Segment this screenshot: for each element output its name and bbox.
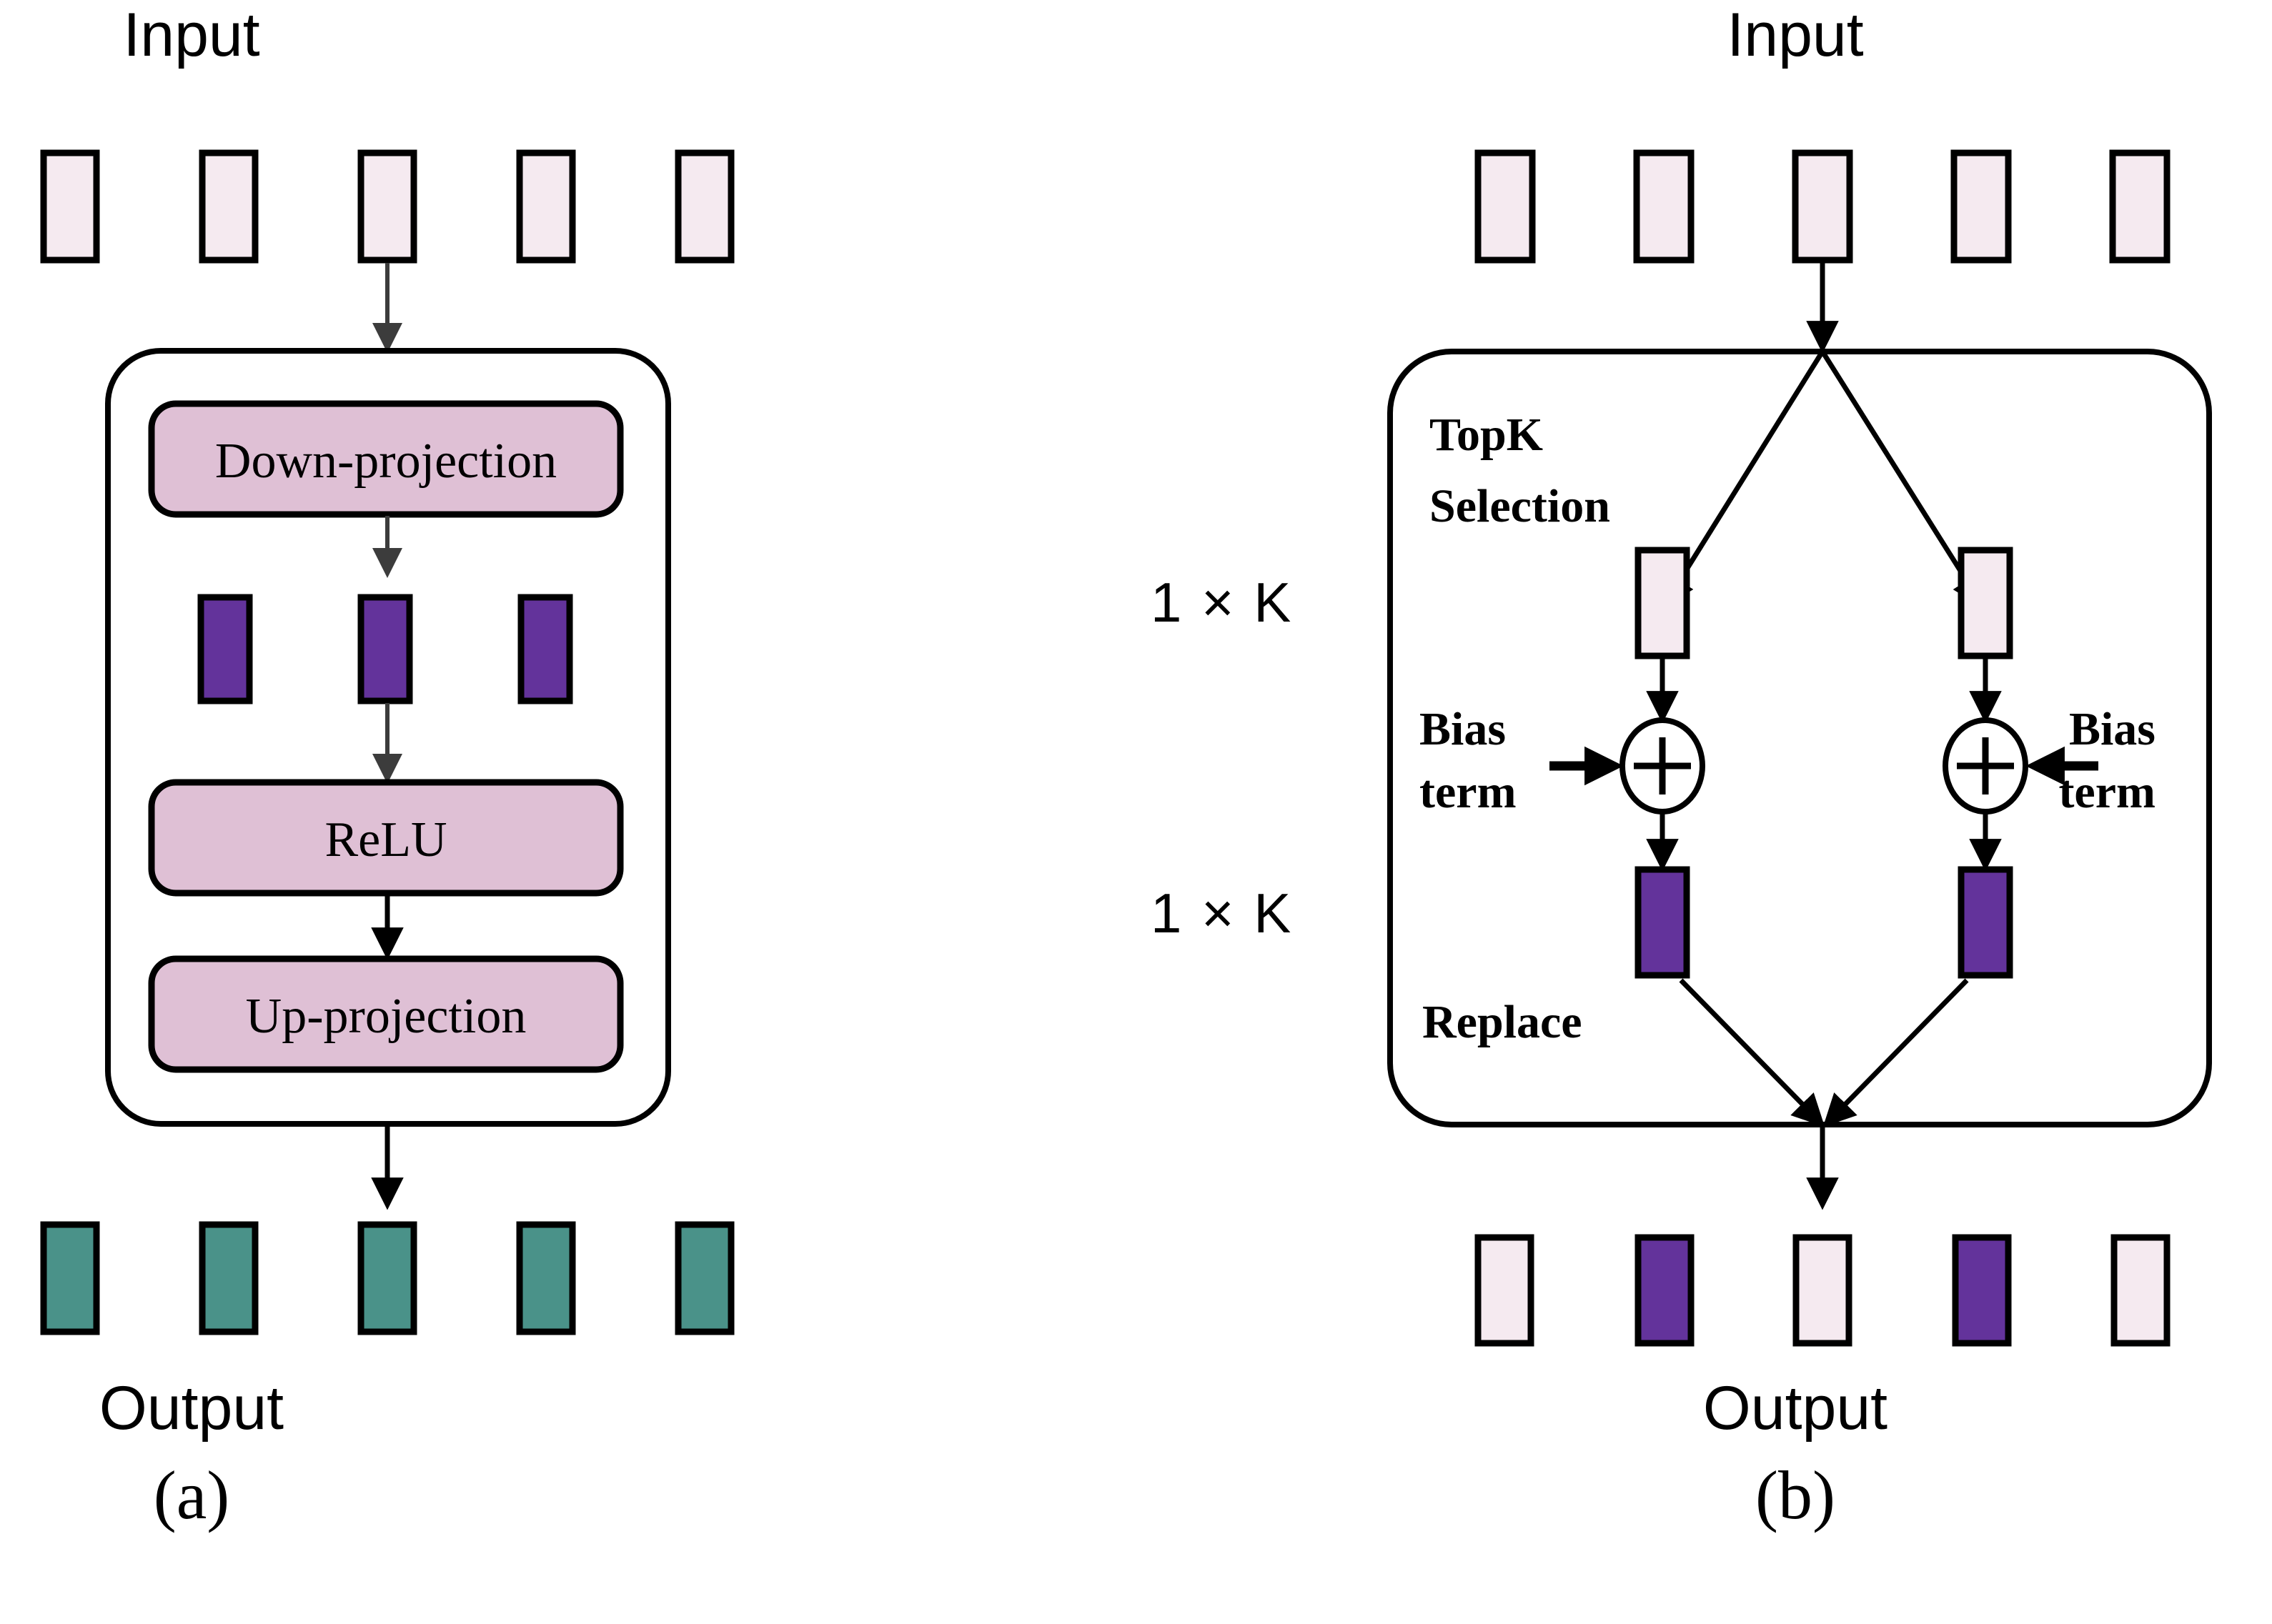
panel-a-output-token-row xyxy=(40,1221,735,1335)
panel-a-bottleneck-token xyxy=(197,594,253,704)
panel-b-input-token xyxy=(1474,149,1536,264)
panel-b-selected-token xyxy=(1634,547,1690,659)
panel-b-replace-label: Replace xyxy=(1422,996,1582,1048)
panel-a: Input Down-projection ReLU xyxy=(40,1,735,1533)
panel-a-relu-label: ReLU xyxy=(324,812,447,867)
panel-a-input-token xyxy=(675,149,735,264)
panel-b-bias-right-line1: Bias xyxy=(2069,703,2156,755)
panel-b-topk-label-line1: TopK xyxy=(1429,409,1543,461)
panel-a-input-token xyxy=(199,149,259,264)
panel-a-up-projection-box xyxy=(148,955,624,1073)
panel-b-output-token xyxy=(1634,1234,1695,1347)
panel-a-input-title: Input xyxy=(123,1,259,69)
panel-b: Input TopK Selection 1 × K xyxy=(1151,1,2212,1533)
panel-a-up-projection-label: Up-projection xyxy=(246,989,527,1044)
panel-a-output-token xyxy=(516,1221,576,1335)
panel-b-output-title: Output xyxy=(1703,1374,1887,1443)
panel-b-arrow-split-left xyxy=(1662,350,1825,609)
panel-b-output-token xyxy=(1792,1234,1852,1347)
panel-b-arrow-merge-right xyxy=(1822,978,1969,1127)
panel-b-input-token xyxy=(1633,149,1695,264)
panel-b-selected-token-row xyxy=(1634,547,2013,659)
panel-a-output-title: Output xyxy=(99,1374,284,1443)
panel-b-add-node-right xyxy=(1943,717,2028,815)
panel-a-caption: (a) xyxy=(154,1457,230,1533)
panel-b-output-token xyxy=(2110,1234,2171,1347)
panel-a-down-projection-box xyxy=(148,400,624,518)
panel-b-bias-left-line1: Bias xyxy=(1419,703,1506,755)
panel-a-bottleneck-token-row xyxy=(197,594,573,704)
panel-b-input-token xyxy=(2109,149,2171,264)
panel-b-output-token xyxy=(1474,1234,1534,1347)
panel-a-input-token xyxy=(357,149,417,264)
panel-a-output-token xyxy=(357,1221,417,1335)
panel-b-caption: (b) xyxy=(1755,1457,1835,1533)
panel-b-arrow-split-right xyxy=(1820,350,1985,609)
panel-b-add-node-left xyxy=(1619,717,1705,815)
panel-b-output-token-row xyxy=(1474,1234,2171,1347)
panel-a-down-projection-label: Down-projection xyxy=(215,434,557,489)
panel-a-input-token-row xyxy=(40,149,735,264)
panel-b-biased-token-row xyxy=(1634,866,2013,979)
panel-a-output-token xyxy=(40,1221,100,1335)
panel-b-biased-token xyxy=(1634,866,1690,979)
panel-b-dim-label-bottom: 1 × K xyxy=(1151,882,1293,945)
panel-a-output-token xyxy=(675,1221,735,1335)
panel-a-output-token xyxy=(199,1221,259,1335)
panel-b-dim-label-top: 1 × K xyxy=(1151,571,1293,634)
panel-a-bottleneck-token xyxy=(517,594,573,704)
panel-b-input-token xyxy=(1950,149,2012,264)
panel-b-bias-left-line2: term xyxy=(1419,766,1517,818)
panel-b-biased-token xyxy=(1958,866,2013,979)
panel-a-input-token xyxy=(516,149,576,264)
panel-a-input-token xyxy=(40,149,100,264)
panel-b-selected-token xyxy=(1958,547,2013,659)
panel-b-arrow-merge-left xyxy=(1679,978,1825,1127)
panel-b-bias-right-line2: term xyxy=(2058,766,2156,818)
panel-b-output-token xyxy=(1952,1234,2012,1347)
panel-b-input-token xyxy=(1792,149,1853,264)
panel-a-bottleneck-token xyxy=(357,594,413,704)
panel-b-topk-label-line2: Selection xyxy=(1429,480,1610,532)
panel-a-relu-box xyxy=(148,779,624,897)
panel-b-input-token-row xyxy=(1474,149,2171,264)
panel-b-input-title: Input xyxy=(1727,1,1863,69)
